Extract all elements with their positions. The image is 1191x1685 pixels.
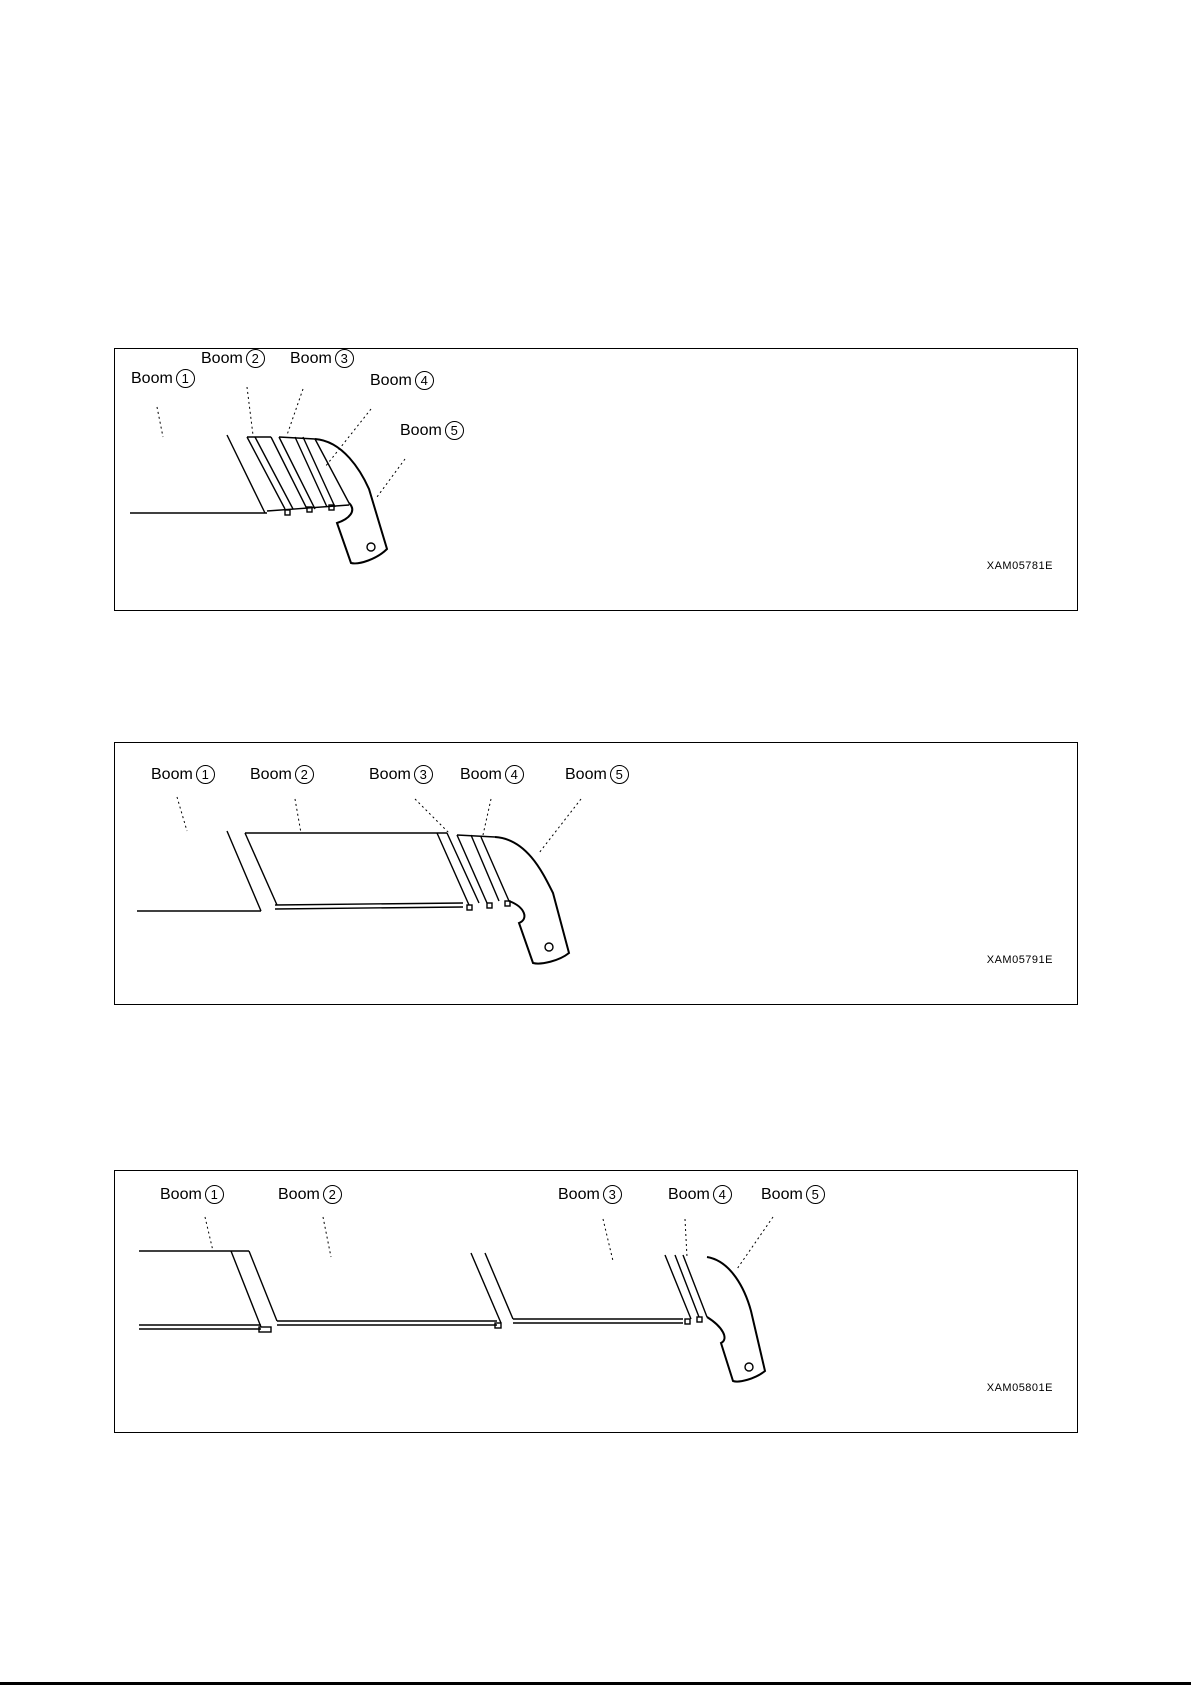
number-badge: 3 bbox=[414, 765, 433, 784]
number-badge: 5 bbox=[445, 421, 464, 440]
number-badge: 1 bbox=[205, 1185, 224, 1204]
number-badge: 1 bbox=[176, 369, 195, 388]
figure-code: XAM05801E bbox=[987, 1382, 1053, 1394]
number-badge: 4 bbox=[713, 1185, 732, 1204]
boom-drawing-boom-3-extended bbox=[115, 1171, 1079, 1434]
number-badge: 2 bbox=[246, 349, 265, 368]
number-badge: 5 bbox=[806, 1185, 825, 1204]
number-badge: 1 bbox=[196, 765, 215, 784]
number-badge: 2 bbox=[323, 1185, 342, 1204]
number-badge: 3 bbox=[335, 349, 354, 368]
figure-code: XAM05781E bbox=[987, 560, 1053, 572]
figure-code: XAM05791E bbox=[987, 954, 1053, 966]
boom-drawing-retracted bbox=[115, 349, 1079, 612]
number-badge: 4 bbox=[505, 765, 524, 784]
number-badge: 5 bbox=[610, 765, 629, 784]
number-badge: 2 bbox=[295, 765, 314, 784]
number-badge: 3 bbox=[603, 1185, 622, 1204]
number-badge: 4 bbox=[415, 371, 434, 390]
